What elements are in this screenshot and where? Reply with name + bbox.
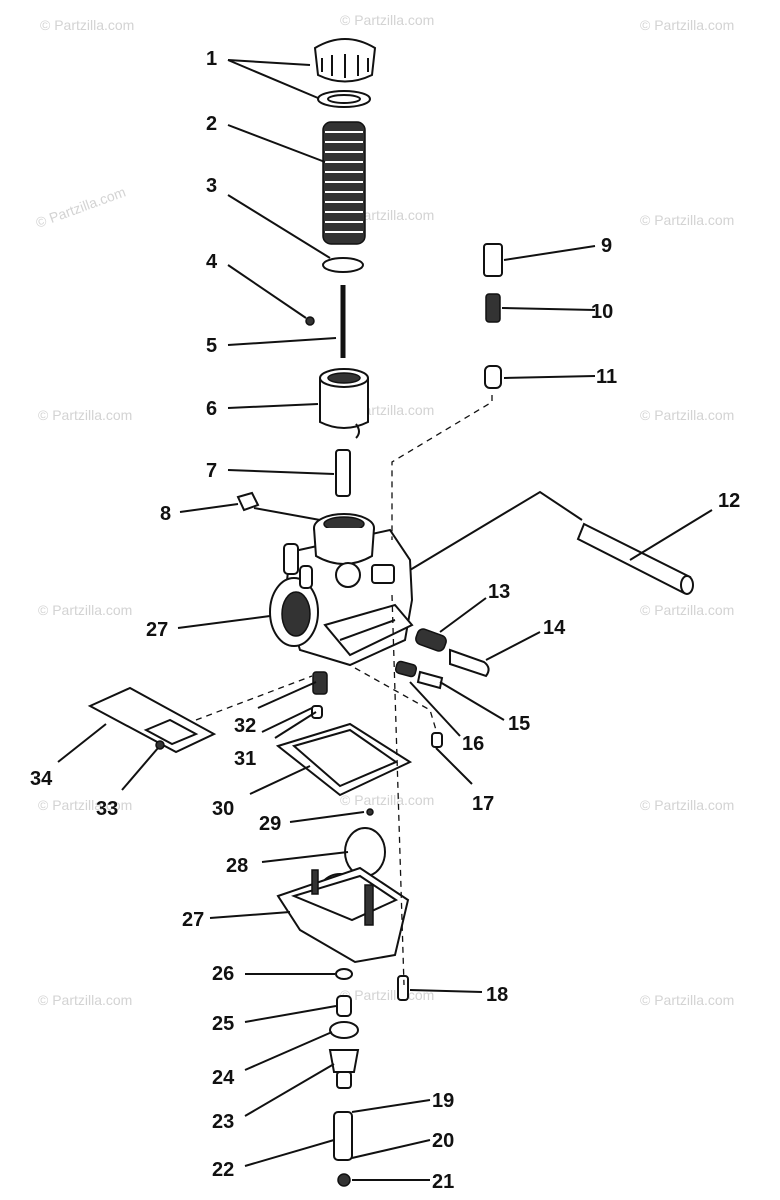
callout-9: 9 [601,235,612,257]
watermark: © Partzilla.com [640,602,734,618]
part-fitting [483,243,503,277]
callout-19: 19 [432,1090,454,1112]
part-plate [87,686,217,754]
part-tube [576,522,694,595]
watermark: © Partzilla.com [34,184,128,231]
part-plug [236,491,260,512]
part-carburetor-body [269,513,414,667]
part-clip [322,257,364,273]
watermark: © Partzilla.com [38,797,132,813]
watermark: © Partzilla.com [40,17,134,33]
watermark: © Partzilla.com [640,17,734,33]
callout-21: 21 [432,1171,454,1193]
part-drain-plug [337,1173,351,1187]
leader-lines [57,59,713,1181]
callout-17: 17 [472,793,494,815]
watermark: © Partzilla.com [340,12,434,28]
part-cap [313,38,377,108]
callout-29: 29 [259,813,281,835]
callout-25: 25 [212,1013,234,1035]
part-gasket [275,722,413,797]
callout-33: 33 [96,798,118,820]
part-washer [335,968,353,980]
callout-22: 22 [212,1159,234,1181]
part-needle-jet [335,449,351,497]
part-jet-holder [328,1049,360,1089]
part-pilot-screw [416,670,444,690]
callout-14: 14 [543,617,566,639]
callout-8: 8 [160,503,171,525]
callout-27: 27 [182,909,204,931]
callout-24: 24 [212,1067,235,1089]
callout-1: 1 [206,48,217,70]
callout-11: 11 [596,366,617,388]
callout-27-body: 27 [146,619,168,641]
callout-7: 7 [206,460,217,482]
watermark: © Partzilla.com [38,992,132,1008]
part-o-ring [329,1021,359,1039]
watermark: © Partzilla.com [640,992,734,1008]
watermark: © Partzilla.com [340,792,434,808]
part-small-jet [431,732,443,748]
callout-5: 5 [206,335,217,357]
part-jet-washer [311,705,323,719]
callout-13: 13 [488,581,510,603]
callout-3: 3 [206,175,217,197]
callouts: 1 2 3 4 5 6 7 8 9 10 11 12 13 14 15 16 1… [30,48,740,1193]
callout-10: 10 [591,301,613,323]
callout-28: 28 [226,855,248,877]
callout-4: 4 [206,251,218,273]
part-spring-small [485,293,501,323]
part-drain-tube [333,1111,353,1161]
watermark: © Partzilla.com [38,407,132,423]
watermark: © Partzilla.com [640,212,734,228]
callout-20: 20 [432,1130,454,1152]
parts [87,38,694,1187]
watermark: © Partzilla.com [640,407,734,423]
callout-15: 15 [508,713,530,735]
callout-30: 30 [212,798,234,820]
callout-31: 31 [234,748,256,770]
part-plunger [484,365,502,389]
dashed-reference-lines [195,395,493,986]
callout-2: 2 [206,113,217,135]
part-spring [322,121,366,245]
part-throttle-valve [319,368,369,439]
part-float-bowl [276,866,410,964]
callout-12: 12 [718,490,740,512]
watermark: © Partzilla.com [640,797,734,813]
callout-34: 34 [30,768,53,790]
callout-23: 23 [212,1111,234,1133]
part-e-ring [305,316,315,326]
callout-18: 18 [486,984,508,1006]
part-pilot-spring [394,660,418,678]
part-idle-screw [449,648,490,678]
callout-26: 26 [212,963,234,985]
callout-32: 32 [234,715,256,737]
watermark: © Partzilla.com [38,602,132,618]
callout-6: 6 [206,398,217,420]
part-bowl-screw [397,975,409,1001]
part-pin [366,808,374,816]
part-idle-spring [415,628,447,652]
callout-16: 16 [462,733,484,755]
part-main-jet [336,995,352,1017]
